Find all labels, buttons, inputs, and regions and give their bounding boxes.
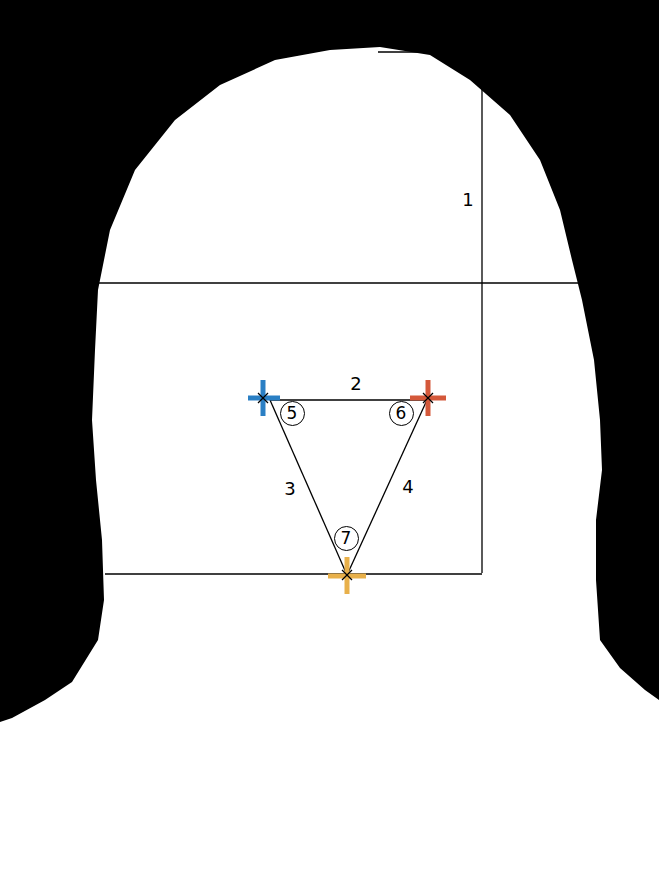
callout-number: 2 (348, 374, 363, 394)
callout-number: 1 (460, 190, 475, 210)
angle-circle: 5 (280, 401, 305, 426)
callout-number: 3 (282, 479, 297, 499)
angle-number: 7 (341, 530, 352, 547)
angle-circle: 6 (389, 401, 414, 426)
angle-number: 6 (396, 405, 407, 422)
angle-number: 5 (287, 405, 298, 422)
callout-number: 4 (400, 477, 415, 497)
angle-circle: 7 (334, 526, 359, 551)
marker-crosses (248, 380, 446, 594)
